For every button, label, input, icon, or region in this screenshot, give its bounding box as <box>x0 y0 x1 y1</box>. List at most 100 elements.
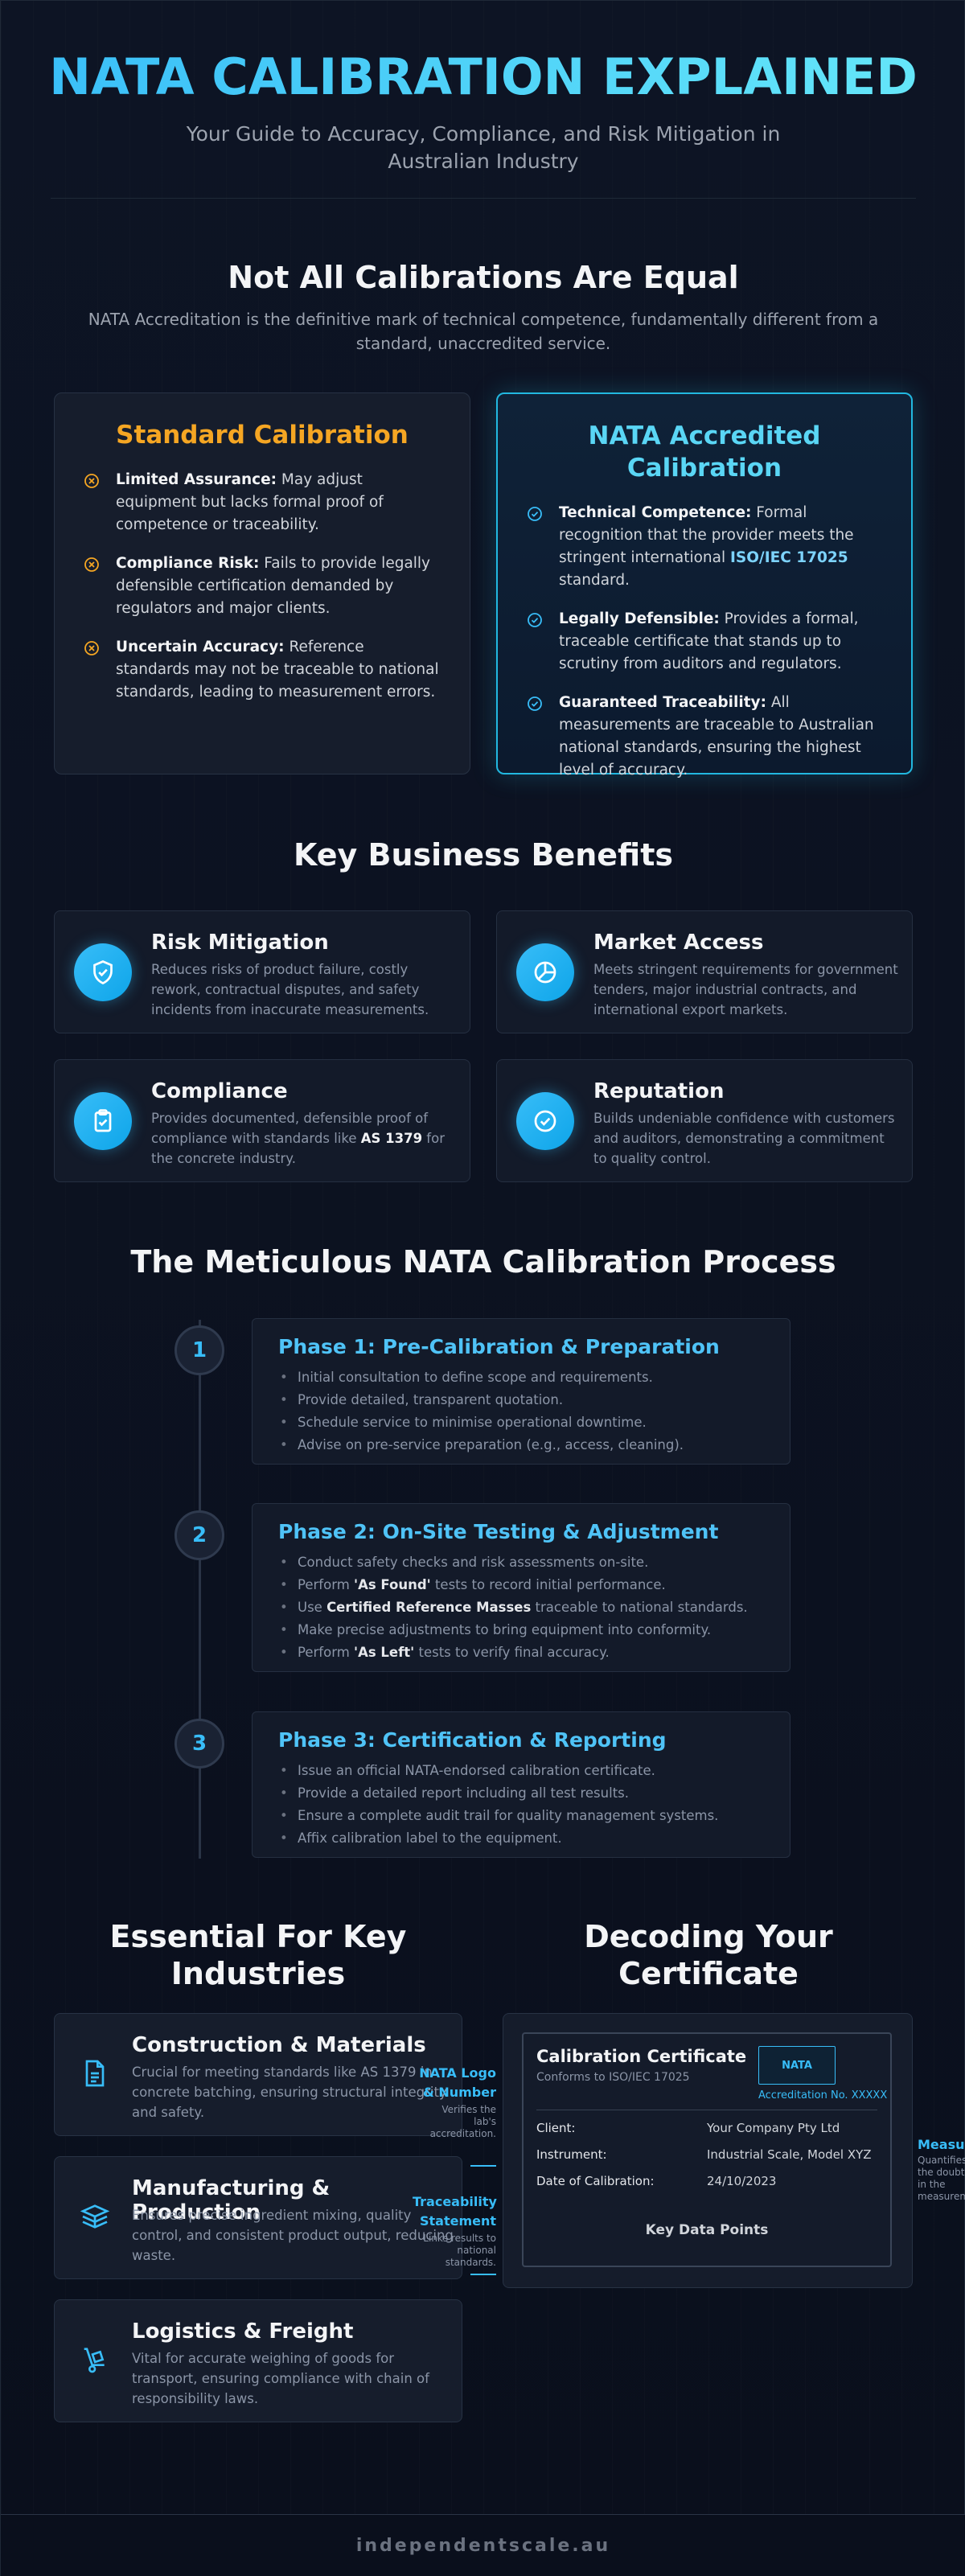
certificate-field-value: Industrial Scale, Model XYZ <box>707 2147 872 2162</box>
list-item: Issue an official NATA-endorsed calibrat… <box>278 1760 764 1782</box>
header-divider <box>51 198 916 199</box>
phase-list: Issue an official NATA-endorsed calibrat… <box>278 1760 764 1850</box>
benefit-text: Provides documented, defensible proof of… <box>151 1111 445 1166</box>
certificate-field-label: Client: <box>536 2121 576 2135</box>
comparison-title: Not All Calibrations Are Equal <box>228 260 739 295</box>
list-item: Perform 'As Left' tests to verify final … <box>278 1641 764 1664</box>
check-circle-icon <box>528 507 542 521</box>
list-item: Conduct safety checks and risk assessmen… <box>278 1551 764 1574</box>
list-item: Initial consultation to define scope and… <box>278 1366 764 1389</box>
benefit-title: Compliance <box>151 1079 288 1103</box>
phase-title: Phase 1: Pre-Calibration & Preparation <box>278 1335 720 1358</box>
list-item: Use Certified Reference Masses traceable… <box>278 1596 764 1619</box>
accreditation-number: Accreditation No. XXXXX <box>758 2089 888 2101</box>
industry-text: Ensures precise ingredient mixing, quali… <box>132 2208 454 2263</box>
phase-card-3: Phase 3: Certification & Reporting Issue… <box>252 1711 790 1858</box>
industry-card-construction: Construction & Materials Crucial for mee… <box>54 2013 462 2136</box>
list-item: Legally Defensible: Provides a formal, t… <box>527 608 882 676</box>
page-title: NATA CALIBRATION EXPLAINED <box>1 47 965 106</box>
standard-calibration-card: Standard Calibration Limited Assurance: … <box>54 392 470 774</box>
benefit-title: Reputation <box>593 1079 725 1103</box>
certificate-title: Calibration Certificate <box>536 2047 747 2066</box>
list-item: Ensure a complete audit trail for qualit… <box>278 1805 764 1827</box>
benefit-card-risk-mitigation: Risk Mitigation Reduces risks of product… <box>54 910 470 1033</box>
footer-site-link[interactable]: independentscale.au <box>355 2536 611 2556</box>
benefit-title: Market Access <box>593 931 764 955</box>
phase-list: Conduct safety checks and risk assessmen… <box>278 1551 764 1664</box>
phase-number: 1 <box>175 1325 224 1375</box>
footer: independentscale.au <box>1 2514 965 2576</box>
list-item: Limited Assurance: May adjust equipment … <box>84 469 441 536</box>
standard-calibration-list: Limited Assurance: May adjust equipment … <box>84 469 441 704</box>
benefit-text: Reduces risks of product failure, costly… <box>151 962 429 1017</box>
benefit-card-reputation: Reputation Builds undeniable confidence … <box>496 1059 913 1182</box>
x-circle-icon <box>84 557 99 572</box>
pie-chart-icon <box>516 943 574 1001</box>
phase-card-2: Phase 2: On-Site Testing & Adjustment Co… <box>252 1503 790 1672</box>
phase-number: 3 <box>175 1719 224 1769</box>
list-item: Provide detailed, transparent quotation. <box>278 1389 764 1411</box>
layers-icon <box>76 2197 114 2236</box>
list-item: Uncertain Accuracy: Reference standards … <box>84 636 441 704</box>
list-item: Compliance Risk: Fails to provide legall… <box>84 553 441 620</box>
benefits-title: Key Business Benefits <box>293 837 673 873</box>
annotation-uncertainty: Measurement Uncertainty Quantifies the d… <box>918 2137 965 2202</box>
phase-card-1: Phase 1: Pre-Calibration & Preparation I… <box>252 1318 790 1465</box>
industries-title: Essential For Key Industries <box>109 1919 407 1991</box>
list-item: Provide a detailed report including all … <box>278 1782 764 1805</box>
check-circle-icon <box>516 1092 574 1150</box>
annotation-pointer <box>470 2165 496 2167</box>
industry-title: Logistics & Freight <box>132 2319 354 2344</box>
certificate-field-value: 24/10/2023 <box>707 2174 777 2188</box>
industry-text: Vital for accurate weighing of goods for… <box>132 2351 429 2406</box>
annotation-traceability: Traceability Statement Links results to … <box>413 2194 497 2268</box>
list-item: Make precise adjustments to bring equipm… <box>278 1619 764 1641</box>
list-item: Schedule service to minimise operational… <box>278 1411 764 1434</box>
industry-text: Crucial for meeting standards like AS 13… <box>132 2064 447 2120</box>
key-data-points-label: Key Data Points <box>645 2222 769 2238</box>
shield-check-icon <box>74 943 132 1001</box>
comparison-subtitle: NATA Accreditation is the definitive mar… <box>88 310 879 353</box>
document-icon <box>76 2054 114 2093</box>
annotation-pointer <box>470 2274 496 2275</box>
process-title: The Meticulous NATA Calibration Process <box>130 1244 836 1280</box>
x-circle-icon <box>84 474 99 488</box>
clipboard-check-icon <box>74 1092 132 1150</box>
nata-calibration-card: NATA Accredited Calibration Technical Co… <box>496 392 913 779</box>
certificate-field-label: Instrument: <box>536 2147 607 2162</box>
timeline-line <box>199 1320 201 1859</box>
list-item: Guaranteed Traceability: All measurement… <box>527 692 882 782</box>
standard-calibration-title: Standard Calibration <box>116 421 409 450</box>
annotation-nata-logo: NATA Logo & Number Verifies the lab's ac… <box>419 2065 496 2139</box>
phase-title: Phase 3: Certification & Reporting <box>278 1728 667 1752</box>
header: NATA CALIBRATION EXPLAINED Your Guide to… <box>1 47 965 175</box>
list-item: Affix calibration label to the equipment… <box>278 1827 764 1850</box>
page-subtitle: Your Guide to Accuracy, Compliance, and … <box>186 122 781 173</box>
nata-logo: NATA <box>758 2046 836 2085</box>
benefit-card-compliance: Compliance Provides documented, defensib… <box>54 1059 470 1182</box>
benefit-card-market-access: Market Access Meets stringent requiremen… <box>496 910 913 1033</box>
certificate-field-value: Your Company Pty Ltd <box>707 2121 840 2135</box>
x-circle-icon <box>84 641 99 655</box>
industry-card-manufacturing: Manufacturing & Production Ensures preci… <box>54 2156 462 2279</box>
list-item: Technical Competence: Formal recognition… <box>527 502 882 592</box>
phase-number: 2 <box>175 1510 224 1560</box>
industry-title: Manufacturing & Production <box>132 2176 331 2225</box>
industry-title: Construction & Materials <box>132 2033 426 2057</box>
phase-list: Initial consultation to define scope and… <box>278 1366 764 1456</box>
industry-card-logistics: Logistics & Freight Vital for accurate w… <box>54 2299 462 2422</box>
certificate-subtitle: Conforms to ISO/IEC 17025 <box>536 2071 690 2084</box>
list-item: Advise on pre-service preparation (e.g.,… <box>278 1434 764 1456</box>
benefit-text: Builds undeniable confidence with custom… <box>593 1111 895 1166</box>
nata-calibration-title: NATA Accredited Calibration <box>588 421 821 483</box>
benefit-title: Risk Mitigation <box>151 931 329 955</box>
certificate-section-title: Decoding Your Certificate <box>584 1919 833 1991</box>
benefit-text: Meets stringent requirements for governm… <box>593 962 898 1017</box>
check-circle-icon <box>528 613 542 627</box>
hand-truck-icon <box>76 2340 114 2379</box>
certificate-field-label: Date of Calibration: <box>536 2174 655 2188</box>
check-circle-icon <box>528 696 542 711</box>
list-item: Perform 'As Found' tests to record initi… <box>278 1574 764 1596</box>
nata-calibration-list: Technical Competence: Formal recognition… <box>527 502 882 782</box>
